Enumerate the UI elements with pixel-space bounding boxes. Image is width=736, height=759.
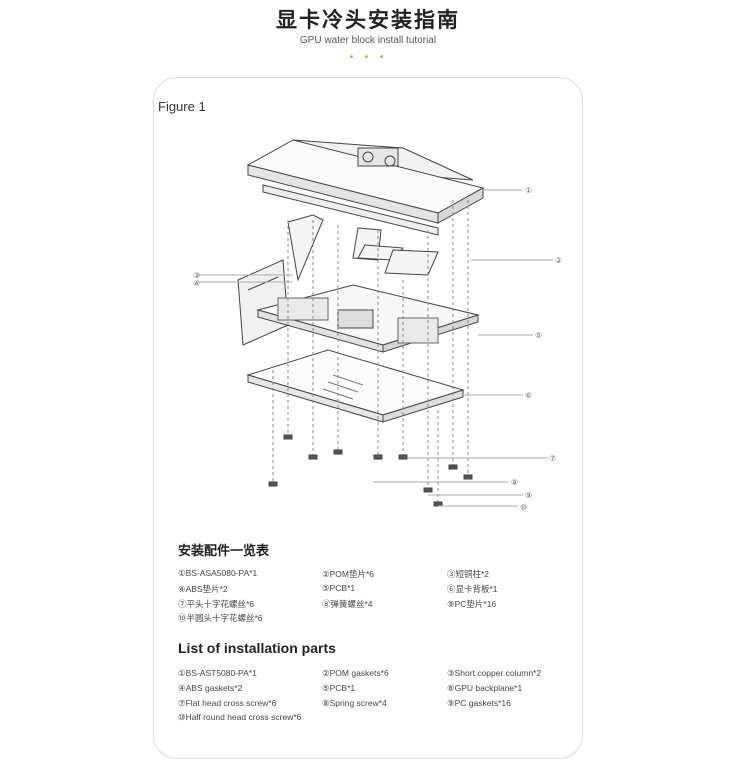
- part-item-cn: ⑤PCB*1: [322, 583, 356, 593]
- gpu-backplane: [246, 349, 465, 423]
- water-block: [246, 139, 485, 236]
- callout-3: ③: [193, 271, 200, 280]
- part-item-en: ④ABS gaskets*2: [178, 683, 243, 693]
- callout-7: ⑦: [549, 454, 556, 463]
- part-item-cn: ②POM垫片*6: [322, 569, 375, 579]
- part-item-en: ③Short copper column*2: [447, 668, 542, 678]
- title-decoration-dots: • • •: [348, 52, 388, 63]
- part-item-en: ①BS-AST5080-PA*1: [178, 668, 257, 678]
- part-item-cn: ⑦平头十字花螺丝*6: [178, 599, 255, 609]
- part-item-en: ⑥GPU backplane*1: [447, 683, 523, 693]
- assembly-guide-lines: [272, 200, 469, 505]
- callout-5: ⑤: [535, 331, 542, 340]
- part-item-cn: ④ABS垫片*2: [178, 584, 228, 594]
- part-item-en: ⑤PCB*1: [322, 683, 356, 693]
- part-item-en: ⑧Spring screw*4: [322, 698, 387, 708]
- part-item-cn: ①BS-ASA5080-PA*1: [178, 568, 258, 578]
- part-item-cn: ⑩半圆头十字花螺丝*6: [178, 613, 263, 623]
- part-item-en: ⑨PC gaskets*16: [447, 698, 511, 708]
- part-item-en: ②POM gaskets*6: [322, 668, 389, 678]
- screws: [268, 434, 473, 507]
- callout-leaders: [198, 189, 553, 507]
- callout-10: ⑩: [520, 503, 527, 512]
- exploded-assembly-diagram: ① ② ③ ④ ⑤ ⑥ ⑦ ⑧ ⑨ ⑩: [193, 139, 562, 512]
- part-item-en: ⑩Half round head cross screw*6: [178, 712, 302, 722]
- parts-list-title-cn: 安装配件一览表: [178, 544, 270, 559]
- part-item-cn: ⑧弹簧螺丝*4: [322, 599, 373, 609]
- page-subtitle: GPU water block install tutorial: [299, 35, 437, 46]
- pcb-board: [256, 284, 480, 353]
- callout-9: ⑨: [525, 491, 532, 500]
- part-item-cn: ⑥显卡背板*1: [447, 584, 498, 594]
- callout-6: ⑥: [525, 391, 532, 400]
- callout-1: ①: [525, 186, 532, 195]
- callout-2: ②: [555, 256, 562, 265]
- page-title: 显卡冷头安装指南: [276, 8, 460, 32]
- part-item-cn: ③短铜柱*2: [447, 569, 490, 579]
- callout-8: ⑧: [511, 478, 518, 487]
- callout-4: ④: [193, 279, 200, 288]
- thermal-pads: [287, 214, 439, 282]
- part-item-cn: ⑨PC垫片*16: [447, 599, 497, 609]
- figure-label: Figure 1: [158, 99, 206, 114]
- parts-list-title-en: List of installation parts: [178, 640, 336, 656]
- part-item-en: ⑦Flat head cross screw*6: [178, 698, 277, 708]
